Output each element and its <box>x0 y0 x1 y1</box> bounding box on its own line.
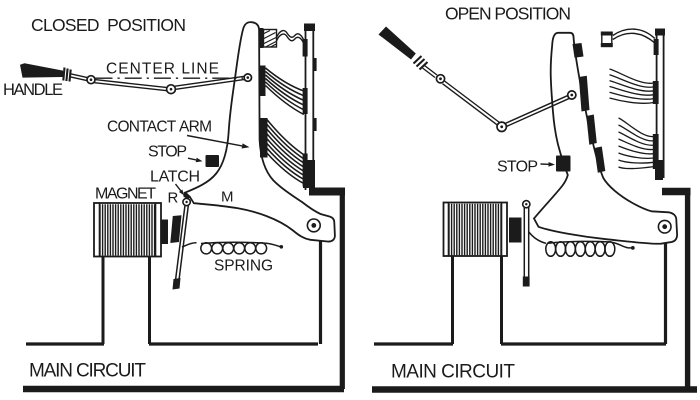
svg-text:CENTER LINE: CENTER LINE <box>106 61 219 78</box>
svg-text:CLOSED POSITION: CLOSED POSITION <box>31 15 186 35</box>
svg-text:OPEN POSITION: OPEN POSITION <box>445 4 571 24</box>
svg-text:MAIN CIRCUIT: MAIN CIRCUIT <box>29 361 146 382</box>
svg-text:CONTACT ARM: CONTACT ARM <box>107 119 212 136</box>
svg-text:SPRING: SPRING <box>214 258 273 275</box>
svg-text:HANDLE: HANDLE <box>3 81 63 99</box>
svg-text:M: M <box>221 188 234 205</box>
svg-text:LATCH: LATCH <box>150 169 200 186</box>
svg-text:STOP: STOP <box>148 144 187 161</box>
svg-text:MAIN CIRCUIT: MAIN CIRCUIT <box>391 362 515 383</box>
svg-text:MAGNET: MAGNET <box>95 186 156 203</box>
svg-text:R: R <box>168 189 179 206</box>
svg-text:STOP: STOP <box>497 159 538 176</box>
